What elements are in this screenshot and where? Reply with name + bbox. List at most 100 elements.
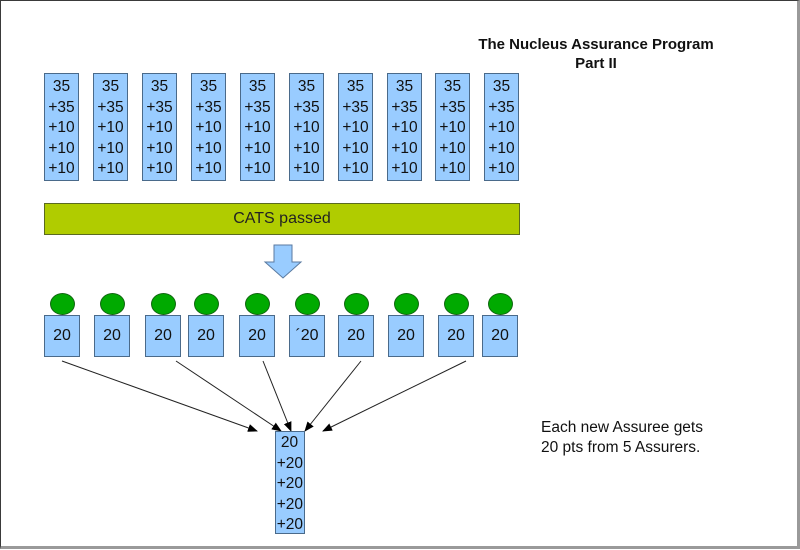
points-line: +10 [97,119,124,136]
assurer-given-points-box: 20 [145,315,181,357]
assurer-given-points-box: 20 [482,315,518,357]
assurer-points-box: 35 +35 +10 +10 +10 [484,73,519,181]
assurer-points-box: 35 +35 +10 +10 +10 [387,73,422,181]
assurance-arrow [322,360,467,432]
points-line: +10 [244,119,271,136]
points-line: +10 [439,139,466,157]
assurer-head-icon [194,293,219,315]
assurance-arrow [61,360,258,432]
points-line: +10 [293,119,320,136]
assurance-arrow [262,360,292,432]
assuree-points-box: 20 +20 +20 +20 +20 [275,431,305,534]
points-line: +10 [244,160,271,177]
points-line: +10 [391,160,418,177]
points-line: +10 [195,119,222,136]
points-line: +10 [97,139,124,157]
points-line: 35 [248,78,267,95]
assuree-points-line: +20 [276,475,303,492]
points-line: +10 [439,119,466,136]
assurer-head-icon [295,293,320,315]
points-line: +35 [488,98,515,116]
points-line: +10 [195,139,222,157]
points-line: +10 [48,139,75,157]
points-line: +10 [488,119,515,136]
points-line: 35 [52,78,71,95]
points-line: 35 [150,78,169,95]
points-line: +10 [342,160,369,177]
points-line: +10 [195,160,222,177]
points-line: +35 [146,98,173,116]
assurer-head-icon [488,293,513,315]
assurer-head-icon [50,293,75,315]
assurer-given-points-box: 20 [388,315,424,357]
points-line: +10 [48,160,75,177]
points-line: +35 [293,98,320,116]
points-line: 35 [443,78,462,95]
assurer-given-points-box: 20 [44,315,80,357]
assurer-head-icon [344,293,369,315]
points-line: +35 [391,98,418,116]
assurer-points-box: 35 +35 +10 +10 +10 [338,73,373,181]
points-line: +10 [488,139,515,157]
assurer-head-icon [394,293,419,315]
assurer-points-box: 35 +35 +10 +10 +10 [44,73,79,181]
points-line: +35 [439,98,466,116]
points-line: +10 [146,139,173,157]
points-line: +10 [391,119,418,136]
assurer-head-icon [100,293,125,315]
points-line: +10 [439,160,466,177]
assurance-arrow [175,360,282,432]
points-line: +35 [48,98,75,116]
assurer-given-points-box: ´20 [289,315,325,357]
points-line: +35 [244,98,271,116]
points-line: +10 [146,160,173,177]
assurer-head-icon [245,293,270,315]
assuree-points-line: +20 [276,495,303,513]
down-arrow-icon [263,244,303,279]
points-line: +10 [146,119,173,136]
points-line: +10 [48,119,75,136]
points-line: +10 [97,160,124,177]
assurer-head-icon [444,293,469,315]
assuree-points-line: +20 [276,454,303,472]
assurer-points-box: 35 +35 +10 +10 +10 [93,73,128,181]
title-line-1: The Nucleus Assurance Program [478,36,714,53]
assurer-given-points-box: 20 [94,315,130,357]
assurance-arrow [304,360,362,432]
points-line: +35 [195,98,222,116]
points-line: +10 [342,139,369,157]
assuree-points-line: +20 [276,516,303,533]
explanation-note: Each new Assuree gets 20 pts from 5 Assu… [541,418,703,458]
points-line: 35 [346,78,365,95]
assurer-points-box: 35 +35 +10 +10 +10 [435,73,470,181]
title-line-2: Part II [575,55,617,72]
points-line: 35 [297,78,316,95]
points-line: +10 [391,139,418,157]
points-line: +35 [97,98,124,116]
points-line: 35 [101,78,120,95]
points-line: 35 [492,78,511,95]
assurer-points-box: 35 +35 +10 +10 +10 [191,73,226,181]
assuree-points-line: 20 [280,434,299,451]
assurer-given-points-box: 20 [338,315,374,357]
points-line: 35 [199,78,218,95]
assurer-points-box: 35 +35 +10 +10 +10 [240,73,275,181]
cats-passed-bar: CATS passed [44,203,520,235]
assurer-given-points-box: 20 [188,315,224,357]
points-line: +10 [293,139,320,157]
assurer-points-box: 35 +35 +10 +10 +10 [142,73,177,181]
note-line-2: 20 pts from 5 Assurers. [541,439,701,456]
points-line: +10 [293,160,320,177]
points-line: +35 [342,98,369,116]
points-line: +10 [342,119,369,136]
note-line-1: Each new Assuree gets [541,419,703,436]
points-line: +10 [244,139,271,157]
points-line: 35 [395,78,414,95]
assurer-given-points-box: 20 [438,315,474,357]
assurer-given-points-box: 20 [239,315,275,357]
points-line: +10 [488,160,515,177]
assurer-head-icon [151,293,176,315]
assurer-points-box: 35 +35 +10 +10 +10 [289,73,324,181]
